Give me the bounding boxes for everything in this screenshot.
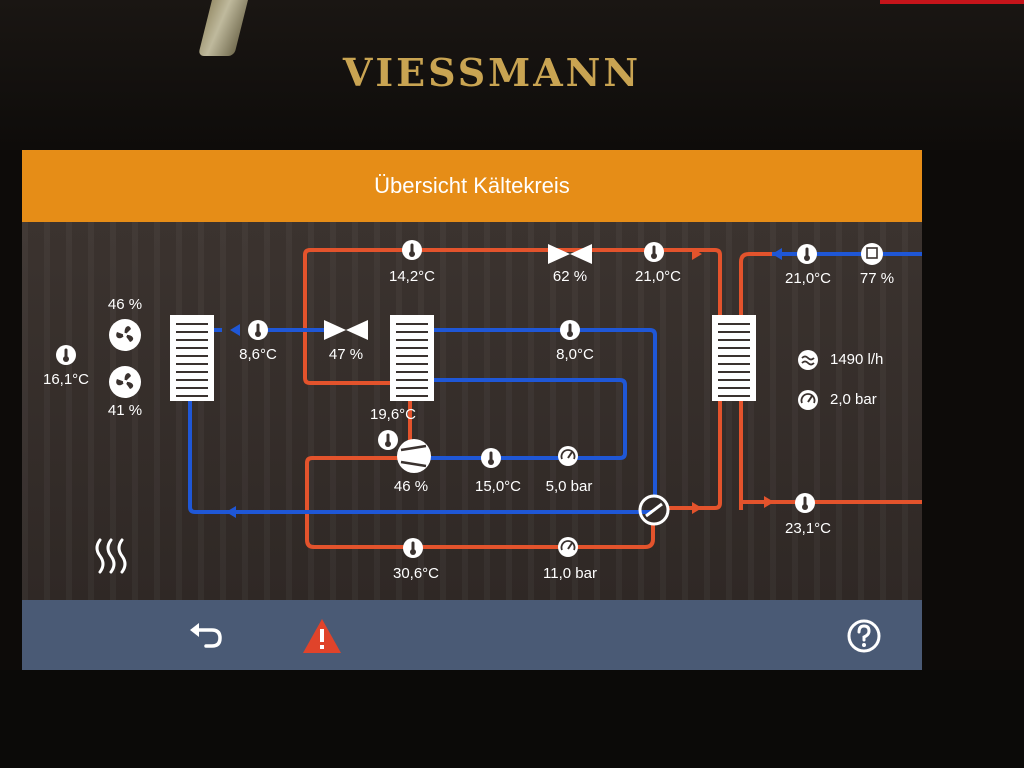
condenser <box>712 315 756 401</box>
expansion-valve-icon <box>324 320 368 340</box>
top-temp-label: 14,2°C <box>388 268 436 285</box>
device-frame-bottom <box>0 670 1024 768</box>
valve-icon <box>548 244 592 264</box>
heating-icon <box>95 538 127 574</box>
pressure-gauge-icon <box>557 445 579 467</box>
bottom-bar <box>22 600 922 670</box>
help-button[interactable] <box>842 614 886 658</box>
pump-speed-label: 77 % <box>859 270 895 287</box>
fan-icon <box>109 319 141 351</box>
thermometer-icon <box>248 320 268 340</box>
valve1-position-label: 47 % <box>328 346 364 363</box>
device-frame-top <box>0 0 1024 150</box>
thermometer-icon <box>560 320 580 340</box>
fan2-speed-label: 41 % <box>107 402 143 419</box>
exchanger-temp-label: 19,6°C <box>369 406 417 423</box>
suction-temp-label: 8,0°C <box>556 346 594 363</box>
warning-button[interactable] <box>300 614 344 658</box>
high-pressure-label: 11,0 bar <box>543 565 597 582</box>
back-button[interactable] <box>184 614 228 658</box>
thermometer-icon <box>402 240 422 260</box>
fan-icon <box>109 366 141 398</box>
outdoor-temp-label: 16,1°C <box>42 371 90 388</box>
fan1-speed-label: 46 % <box>107 296 143 313</box>
discharge-temp-label: 30,6°C <box>392 565 440 582</box>
internal-heat-exchanger <box>390 315 434 401</box>
title-bar: Übersicht Kältekreis <box>22 150 922 222</box>
hmi-screen: Übersicht Kältekreis <box>22 150 922 670</box>
return-temp-label: 23,1°C <box>784 520 832 537</box>
compressor-icon <box>397 439 431 473</box>
compressor-speed-label: 46 % <box>393 478 429 495</box>
warning-triangle-icon <box>303 619 341 653</box>
diagram-background <box>22 222 922 600</box>
page-title: Übersicht Kältekreis <box>374 173 570 198</box>
valve2-position-label: 62 % <box>552 268 588 285</box>
help-icon <box>847 619 881 653</box>
brand-logo: VIESSMANN <box>342 49 642 95</box>
evaporator <box>170 315 214 401</box>
thermometer-icon <box>481 448 501 468</box>
thermometer-icon <box>644 242 664 262</box>
thermometer-icon <box>378 430 398 450</box>
device-edge-accent <box>880 0 1024 4</box>
thermometer-icon <box>795 493 815 513</box>
hot-return-temp-label: 21,0°C <box>634 268 682 285</box>
pump-icon <box>861 243 883 265</box>
refrigerant-circuit-diagram <box>56 240 922 574</box>
back-arrow-icon <box>190 623 222 648</box>
thermometer-icon <box>56 345 76 365</box>
flow-meter-icon <box>798 350 818 370</box>
flow-rate-label: 1490 l/h <box>830 351 884 368</box>
flow-temp-label: 21,0°C <box>784 270 832 287</box>
four-way-valve-icon <box>638 494 670 526</box>
thermometer-icon <box>403 538 423 558</box>
pressure-gauge-icon <box>797 389 819 411</box>
evap-out-temp-label: 8,6°C <box>239 346 277 363</box>
low-pressure-label: 5,0 bar <box>545 478 593 495</box>
pressure-gauge-icon <box>557 536 579 558</box>
thermometer-icon <box>797 244 817 264</box>
suction-line-temp-label: 15,0°C <box>474 478 522 495</box>
pressure-label: 2,0 bar <box>830 391 877 408</box>
